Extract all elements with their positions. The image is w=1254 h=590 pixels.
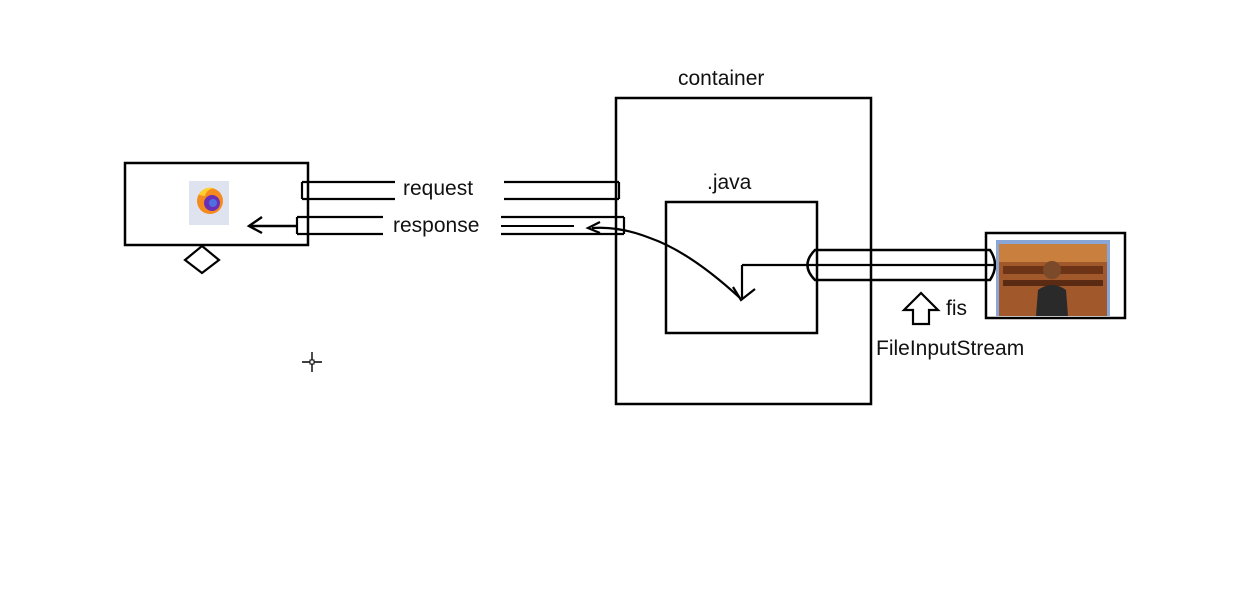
java-label: .java	[707, 171, 752, 194]
request-label: request	[403, 177, 474, 200]
response-pipe	[295, 215, 626, 236]
photo-thumbnail	[996, 240, 1110, 316]
diamond-shape	[183, 244, 221, 275]
java-box	[664, 200, 819, 335]
response-label: response	[393, 214, 480, 237]
container-label: container	[678, 67, 765, 90]
browser-box	[123, 161, 310, 247]
flow-arrow	[585, 221, 741, 299]
response-arrow	[246, 216, 297, 235]
request-pipe	[300, 180, 621, 201]
crosshair-cursor-icon	[302, 352, 322, 372]
up-arrow-icon	[901, 291, 941, 326]
firefox-icon	[189, 181, 229, 225]
stream-pipe	[806, 248, 997, 282]
file-input-stream-label: FileInputStream	[876, 337, 1025, 360]
image-file-box	[984, 231, 1127, 320]
fis-label: fis	[946, 297, 967, 320]
stream-arrow	[732, 263, 995, 302]
